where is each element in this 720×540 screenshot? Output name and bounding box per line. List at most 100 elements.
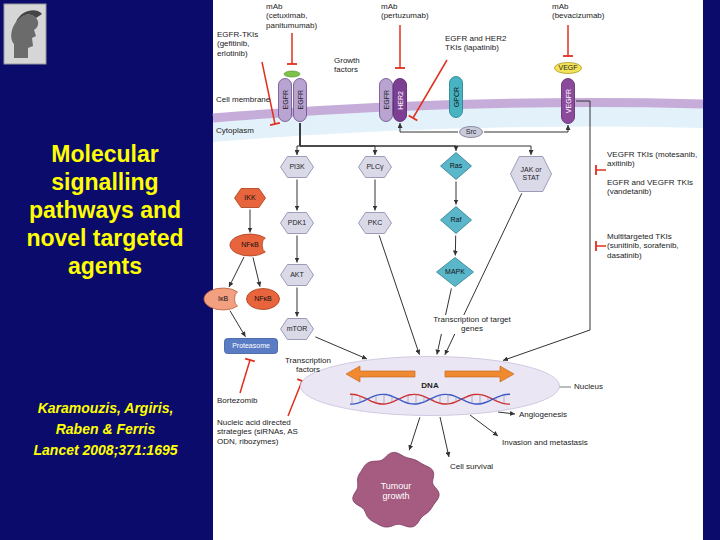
shape-fill [562,79,575,124]
node-label: PI3K [289,163,304,171]
inhibitor-line [287,33,297,64]
shape-fill [225,339,278,354]
node-label: DNA [419,381,440,390]
outcome-label: Cell survival [450,462,493,471]
shape-body [460,127,483,138]
node-label: NFκB [254,295,272,303]
inhibitor-bar [287,63,297,65]
shape-body [230,234,265,256]
dna-rung [432,398,433,400]
inhibitor-line [563,25,573,56]
shape-body [437,258,474,287]
node-label: Proteasome [232,342,270,350]
region-label: Cell membrane [216,95,270,104]
shape-body [394,79,407,122]
shape-body [380,79,393,122]
logo-helmet [16,10,42,22]
dna-rung [416,394,417,404]
inhibitor-stem [596,245,606,247]
transcription-arrow [445,366,514,382]
shape-fill [450,77,463,118]
factor-oval: NFκB [246,288,280,310]
dna-rung [360,396,361,403]
annotation: Growth factors [334,56,374,75]
inhibitor-line [240,359,255,393]
shape-body [555,63,582,74]
signal-arrow [456,182,457,205]
dna-rung [384,394,385,404]
signal-arrow [503,101,590,360]
transcription-arrow [346,366,415,382]
shape-body [247,289,280,310]
node-label: JAK or STAT [516,166,546,182]
node-label: IKK [244,194,255,202]
signal-arrow [297,236,298,263]
kinase-diamond: MAPK [436,257,474,287]
shape-fill [441,153,472,180]
dna-rung [408,395,409,403]
node-label: NFκB [241,241,259,249]
shape-fill [394,79,407,122]
proteasome-box: Proteasome [224,338,278,354]
node-label: mTOR [287,325,307,333]
dna-rung [392,396,393,402]
shape-body [441,153,472,180]
receptor-pill: EGFR [379,78,393,122]
dna-rung [472,395,473,404]
dna-rung [480,394,481,404]
node-label: EGFR [282,90,289,109]
shape-body [279,79,292,122]
shape-fill [359,157,392,178]
shape-fill [281,213,314,234]
node-label: Src [466,128,477,136]
antibody-cap [284,71,300,77]
ligand-oval: VEGF [554,62,582,74]
signal-arrow [250,210,251,233]
kinase-hexagon: IKK [234,188,266,208]
node-label: HER2 [397,91,404,110]
shape-body [281,265,314,286]
shape-fill [204,288,238,310]
shape-fill [380,79,393,122]
dna-rung [504,395,505,404]
kinase-hexagon: AKT [280,264,314,286]
inhibitor-line [409,60,447,121]
logo [4,4,46,64]
node-label: EGFR [383,90,390,109]
dna-rung [456,397,457,402]
annotation: Transcription of target genes [432,315,512,334]
shape-body [511,157,552,192]
shape-fill [511,157,552,192]
shape-body [294,79,307,122]
dna-strand [350,394,510,404]
shape-fill [353,452,439,527]
signal-arrow [315,337,367,359]
logo-head [11,15,38,58]
drug-label: Bortezomib [217,396,257,405]
shape-fill [230,234,265,256]
dna-strand [350,394,510,404]
shape-body [562,79,575,124]
signal-arrow [409,417,420,450]
kinase-hexagon: mTOR [280,318,314,340]
node-label: Tumour growth [370,481,422,502]
kinase-oval: Src [459,126,483,138]
annotation: Transcription factors [280,356,336,375]
dna-rung [464,398,465,401]
inhibitor-bar [563,55,573,57]
shape-fill [359,213,392,234]
kinase-hexagon: PKC [358,212,392,234]
drug-label: Nucleic acid directed strategies (siRNAs… [217,418,317,446]
inhibitor-bar [245,359,255,362]
shape-fill [281,265,314,286]
dna-rung [368,398,369,400]
kinase-hexagon: JAK or STAT [510,156,552,192]
shape-body [204,288,238,310]
signal-arrow [300,123,531,155]
shape-fill [301,357,560,416]
outcome-arrow [440,417,449,457]
shape-fill [555,63,582,74]
node-label: PKC [368,219,382,227]
node-label: GPCR [453,87,460,107]
